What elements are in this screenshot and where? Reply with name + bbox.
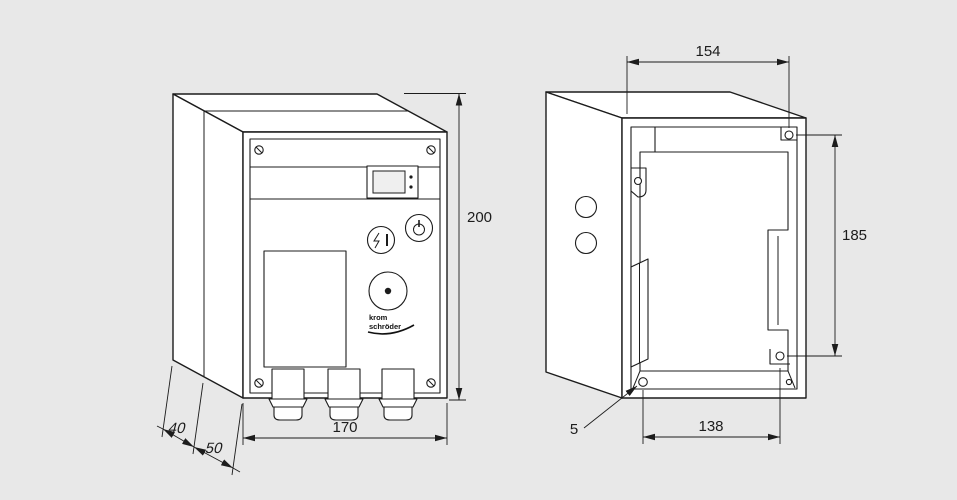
- bottom-left-mounting-hole: [638, 377, 648, 387]
- brand-logo: krom schröder: [367, 313, 415, 335]
- rear-opening-inner-frame: [630, 126, 798, 390]
- back-wall-depth-edge-right: [787, 370, 796, 389]
- dim-hole-5: 5: [570, 385, 638, 438]
- viewing-window: [263, 250, 347, 368]
- cable-gland-left: [268, 368, 308, 421]
- rear-view-drawing: 154 185 138 5: [545, 43, 867, 444]
- reset-button: [366, 225, 396, 255]
- back-wall-depth-edge-left: [632, 370, 641, 389]
- display-module: [366, 165, 419, 199]
- display-led-lower: [409, 185, 413, 189]
- dim-height-label: 200: [467, 209, 492, 226]
- knockout-hole-upper: [574, 195, 598, 219]
- front-view-drawing: krom schröder 200: [156, 93, 492, 476]
- dim-width-138-label: 138: [698, 418, 723, 435]
- cable-gland-right: [378, 368, 418, 421]
- corner-screw-top-right: [426, 145, 436, 155]
- dim-width-154-label: 154: [695, 43, 720, 60]
- dim-width-label: 170: [332, 419, 357, 436]
- top-right-mounting-flange: [780, 127, 797, 141]
- dim-width-170: 170: [242, 403, 448, 445]
- top-left-mounting-tab: [630, 167, 647, 198]
- hole-diameter-label: 5: [570, 421, 578, 438]
- power-button: [404, 213, 434, 243]
- reset-icon: [373, 232, 380, 249]
- ignition-knob: [368, 271, 408, 311]
- back-wall-contour: [639, 127, 789, 372]
- top-left-tab-hole: [633, 176, 643, 186]
- dim-depth-front-label: 50: [204, 440, 225, 457]
- brand-logo-swoosh: [367, 324, 415, 335]
- dim-height-200: 200: [404, 93, 492, 401]
- brand-logo-line2: schröder: [369, 322, 401, 331]
- bottom-right-rim-hole: [785, 378, 793, 386]
- dim-width-138: 138: [642, 368, 781, 444]
- dim-width-154: 154: [626, 43, 790, 128]
- dim-height-185-label: 185: [842, 227, 867, 244]
- corner-screw-bottom-left: [254, 378, 264, 388]
- bottom-right-tab-hole: [775, 351, 785, 361]
- knockout-hole-lower: [574, 231, 598, 255]
- dim-depth-40-50: 40 50: [156, 365, 243, 476]
- housing-left-face: [172, 93, 244, 399]
- left-mounting-rail: [630, 258, 649, 368]
- corner-screw-top-left: [254, 145, 264, 155]
- top-right-flange-hole: [784, 130, 794, 140]
- knob-center-dot: [384, 287, 392, 295]
- dim-depth-rear-label: 40: [167, 420, 188, 437]
- cable-gland-middle: [324, 368, 364, 421]
- dim-height-185: 185: [787, 134, 867, 357]
- corner-screw-bottom-right: [426, 378, 436, 388]
- display-screen: [372, 170, 406, 194]
- bottom-right-mounting-tab: [769, 349, 790, 365]
- brand-logo-line1: krom: [369, 313, 388, 322]
- display-led-upper: [409, 175, 413, 179]
